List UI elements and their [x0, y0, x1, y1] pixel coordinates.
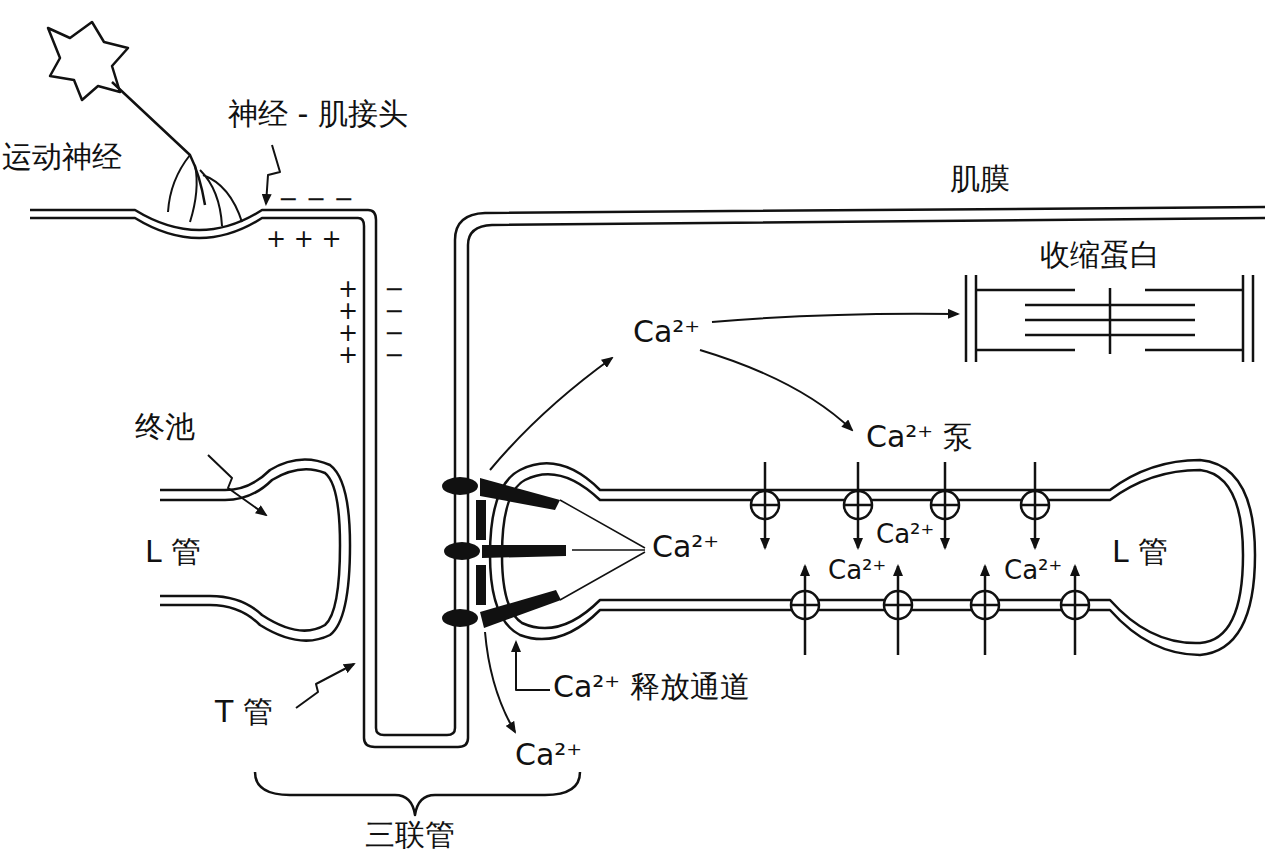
ca-pumps — [751, 462, 1089, 655]
axon — [112, 82, 205, 205]
channel-label: Ca²⁺ 释放通道 — [553, 670, 750, 705]
leader-line — [296, 664, 354, 708]
pump-cross — [931, 491, 959, 519]
pump-label: Ca²⁺ 泵 — [866, 420, 973, 455]
charge-signs: − − − — [278, 186, 354, 214]
ca-flow-arrow — [700, 350, 852, 430]
ion-label: Ca²⁺ — [876, 520, 934, 550]
leader-line — [266, 145, 280, 204]
protein-label: 收缩蛋白 — [1040, 238, 1160, 273]
ion-label: Ca²⁺ — [652, 530, 719, 565]
tubule-label: T 管 — [215, 695, 273, 730]
ca-pump — [751, 491, 779, 519]
nerve-terminals — [168, 155, 242, 226]
pump-cross — [1021, 491, 1049, 519]
ca-release-lines — [560, 500, 645, 600]
leader-line — [516, 642, 550, 690]
sarcolemma-inner — [30, 218, 1265, 747]
charge-signs: − − − − — [382, 278, 406, 366]
charge-signs: + + + — [266, 226, 342, 254]
pump-cross — [751, 491, 779, 519]
pump-cross — [844, 491, 872, 519]
release-channels — [442, 477, 566, 628]
triad-brace — [255, 772, 580, 815]
charge-signs: + + + + — [336, 278, 360, 366]
l-tubule-right — [490, 460, 1255, 655]
triad-label: 三联管 — [365, 818, 455, 853]
nerve-label: 运动神经 — [2, 140, 122, 175]
ca-pump — [971, 591, 999, 619]
ca-pump — [884, 591, 912, 619]
tubule-label: L 管 — [1112, 535, 1168, 570]
ion-label: Ca²⁺ — [515, 738, 582, 773]
l-tubule-right — [502, 470, 1243, 643]
ion-label: Ca²⁺ — [633, 315, 700, 350]
pump-cross — [971, 591, 999, 619]
ca-pump — [931, 491, 959, 519]
pump-cross — [884, 591, 912, 619]
cistern-label: 终池 — [135, 410, 195, 445]
pump-cross — [1061, 591, 1089, 619]
neuron-body — [48, 22, 128, 100]
pump-cross — [791, 591, 819, 619]
ca-pump — [1021, 491, 1049, 519]
membrane-label: 肌膜 — [950, 162, 1010, 197]
ca-pump — [844, 491, 872, 519]
ca-pump — [1061, 591, 1089, 619]
ca-flow-arrow — [490, 358, 612, 470]
leader-line — [208, 455, 266, 515]
junction-label: 神经 - 肌接头 — [228, 97, 408, 132]
ca-flow-arrow — [712, 314, 958, 322]
sarcomere — [966, 275, 1253, 362]
ca-flow-arrow — [485, 632, 515, 732]
ion-label: Ca²⁺ — [1004, 556, 1062, 586]
sarcolemma-outer — [30, 207, 1265, 735]
ion-label: Ca²⁺ — [828, 556, 886, 586]
ca-pump — [791, 591, 819, 619]
tubule-label: L 管 — [145, 535, 201, 570]
